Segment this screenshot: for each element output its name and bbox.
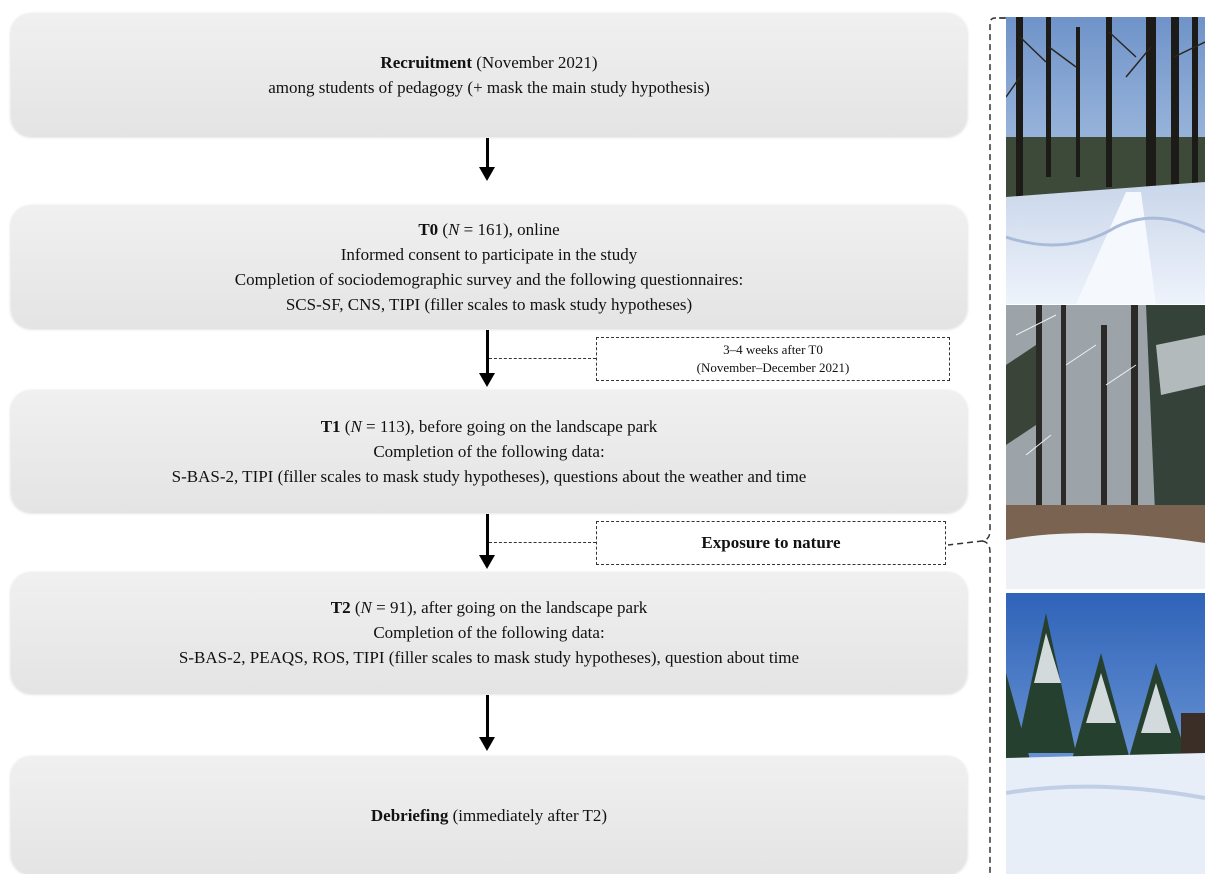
t1-completion: Completion of the following data: (373, 441, 605, 461)
snowy-spruce-clearing-photo (1006, 593, 1205, 874)
weeks-note-line1: 3–4 weeks after T0 (723, 342, 823, 357)
t2-n-symbol: N (360, 598, 372, 617)
photo-bracket (947, 17, 1006, 874)
t2-completion: Completion of the following data: (373, 623, 605, 642)
t2-n-value: = 91), after going on the landscape park (371, 598, 648, 617)
t2-paren: ( (350, 598, 361, 617)
recruitment-description: among students of pedagogy (+ mask the m… (268, 77, 710, 97)
t2-label: T2 (330, 598, 351, 617)
exposure-label: Exposure to nature (701, 533, 841, 552)
snowy-woods-photo (1006, 305, 1205, 589)
exposure-note: Exposure to nature (596, 521, 946, 565)
weeks-connector (489, 358, 596, 359)
t2-box: T2 (N = 91), after going on the landscap… (11, 572, 967, 693)
arrow-t1-to-t2 (478, 514, 498, 569)
t1-box: T1 (N = 113), before going on the landsc… (11, 390, 967, 512)
recruitment-title: Recruitment (380, 52, 472, 72)
debriefing-timing: (immediately after T2) (448, 805, 608, 825)
exposure-connector (489, 542, 596, 543)
t1-n-symbol: N (350, 416, 362, 436)
t0-scales: SCS-SF, CNS, TIPI (filler scales to mask… (285, 294, 693, 314)
debriefing-line: Debriefing (immediately after T2) (371, 803, 607, 828)
t0-title-line: T0 (N = 161), online (418, 217, 559, 242)
t0-label: T0 (418, 219, 439, 239)
weeks-note: 3–4 weeks after T0 (November–December 20… (596, 337, 950, 381)
weeks-note-line2: (November–December 2021) (696, 360, 850, 375)
debriefing-box: Debriefing (immediately after T2) (11, 756, 967, 874)
t1-label: T1 (320, 416, 341, 436)
recruitment-date: (November 2021) (472, 52, 598, 72)
debriefing-title: Debriefing (370, 805, 449, 825)
arrow-recruitment-to-t0 (478, 138, 498, 181)
t1-title-line: T1 (N = 113), before going on the landsc… (321, 414, 658, 439)
winter-forest-path-photo (1006, 17, 1205, 304)
t0-completion: Completion of sociodemographic survey an… (234, 269, 744, 289)
t0-box: T0 (N = 161), online Informed consent to… (11, 205, 967, 328)
t1-paren: ( (340, 416, 351, 436)
recruitment-title-line: Recruitment (November 2021) (380, 50, 597, 75)
t0-n-value: = 161), online (459, 219, 560, 239)
arrow-t0-to-t1 (478, 330, 498, 387)
t1-scales: S-BAS-2, TIPI (filler scales to mask stu… (171, 466, 807, 486)
arrow-t2-to-debriefing (478, 695, 498, 751)
t2-title-line: T2 (N = 91), after going on the landscap… (331, 595, 647, 620)
t0-consent: Informed consent to participate in the s… (340, 244, 638, 264)
t2-scales: S-BAS-2, PEAQS, ROS, TIPI (filler scales… (178, 648, 800, 667)
t0-n-symbol: N (448, 219, 460, 239)
recruitment-box: Recruitment (November 2021) among studen… (11, 13, 967, 136)
t1-n-value: = 113), before going on the landscape pa… (361, 416, 658, 436)
t0-paren: ( (438, 219, 449, 239)
